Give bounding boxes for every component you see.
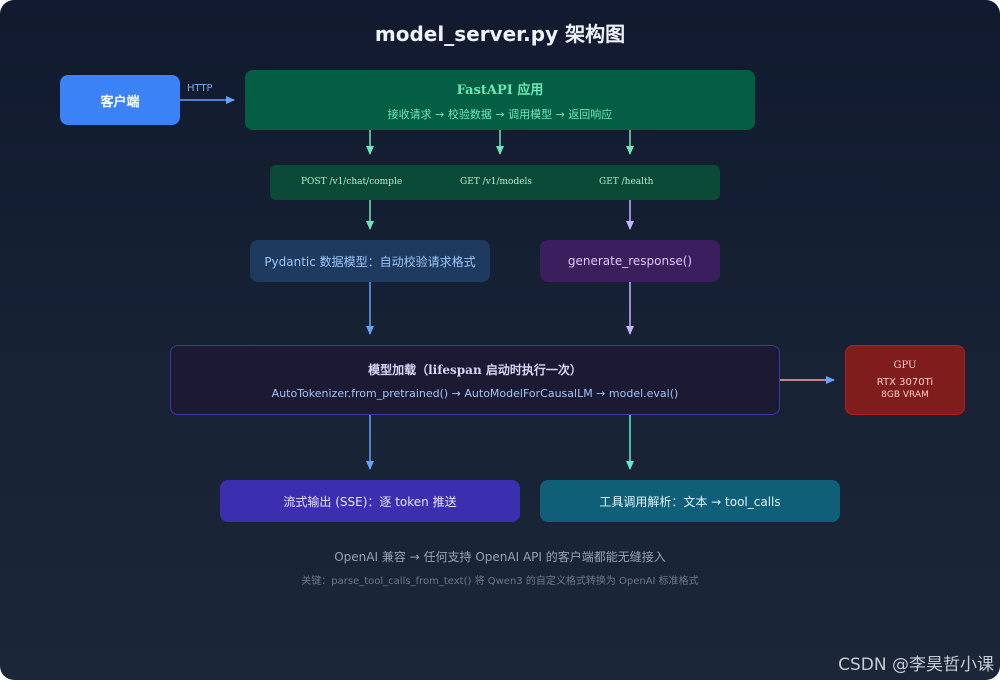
fastapi-subtitle: 接收请求 → 校验数据 → 调用模型 → 返回响应 [387, 107, 613, 121]
client-node: 客户端 [60, 75, 180, 125]
gpu-model: RTX 3070Ti [876, 377, 934, 388]
generate-response-node: generate_response() [540, 240, 720, 282]
http-label: HTTP [187, 83, 213, 94]
stream-output-node: 流式输出 (SSE)：逐 token 推送 [220, 480, 520, 522]
footer-key-note: 关键：parse_tool_calls_from_text() 将 Qwen3 … [301, 576, 699, 587]
route-get-models: GET /v1/models [460, 177, 533, 187]
routes-bar: POST /v1/chat/comple GET /v1/models GET … [270, 165, 720, 200]
fastapi-node: FastAPI 应用 接收请求 → 校验数据 → 调用模型 → 返回响应 [245, 70, 755, 130]
stream-output-label: 流式输出 (SSE)：逐 token 推送 [283, 494, 457, 509]
gpu-vram: 8GB VRAM [881, 390, 929, 400]
pydantic-node: Pydantic 数据模型：自动校验请求格式 [250, 240, 490, 282]
model-loader-node: 模型加载（lifespan 启动时执行一次） AutoTokenizer.fro… [170, 345, 780, 415]
footer-compat-note: OpenAI 兼容 → 任何支持 OpenAI API 的客户端都能无缝接入 [334, 550, 666, 564]
diagram-title: model_server.py 架构图 [374, 22, 626, 46]
pydantic-label: Pydantic 数据模型：自动校验请求格式 [264, 254, 476, 269]
gpu-node: GPU RTX 3070Ti 8GB VRAM [845, 345, 965, 415]
generate-response-label: generate_response() [567, 254, 693, 268]
tool-call-parse-label: 工具调用解析：文本 → tool_calls [599, 494, 781, 509]
client-label: 客户端 [100, 94, 140, 110]
route-get-health: GET /health [599, 177, 654, 187]
fastapi-title: FastAPI 应用 [456, 82, 544, 98]
csdn-watermark: CSDN @李昊哲小课 [838, 655, 994, 675]
loader-subtitle: AutoTokenizer.from_pretrained() → AutoMo… [271, 386, 679, 400]
route-post-chat: POST /v1/chat/comple [301, 177, 403, 187]
gpu-title: GPU [893, 360, 917, 371]
loader-title: 模型加载（lifespan 启动时执行一次） [368, 362, 582, 377]
tool-call-parse-node: 工具调用解析：文本 → tool_calls [540, 480, 840, 522]
